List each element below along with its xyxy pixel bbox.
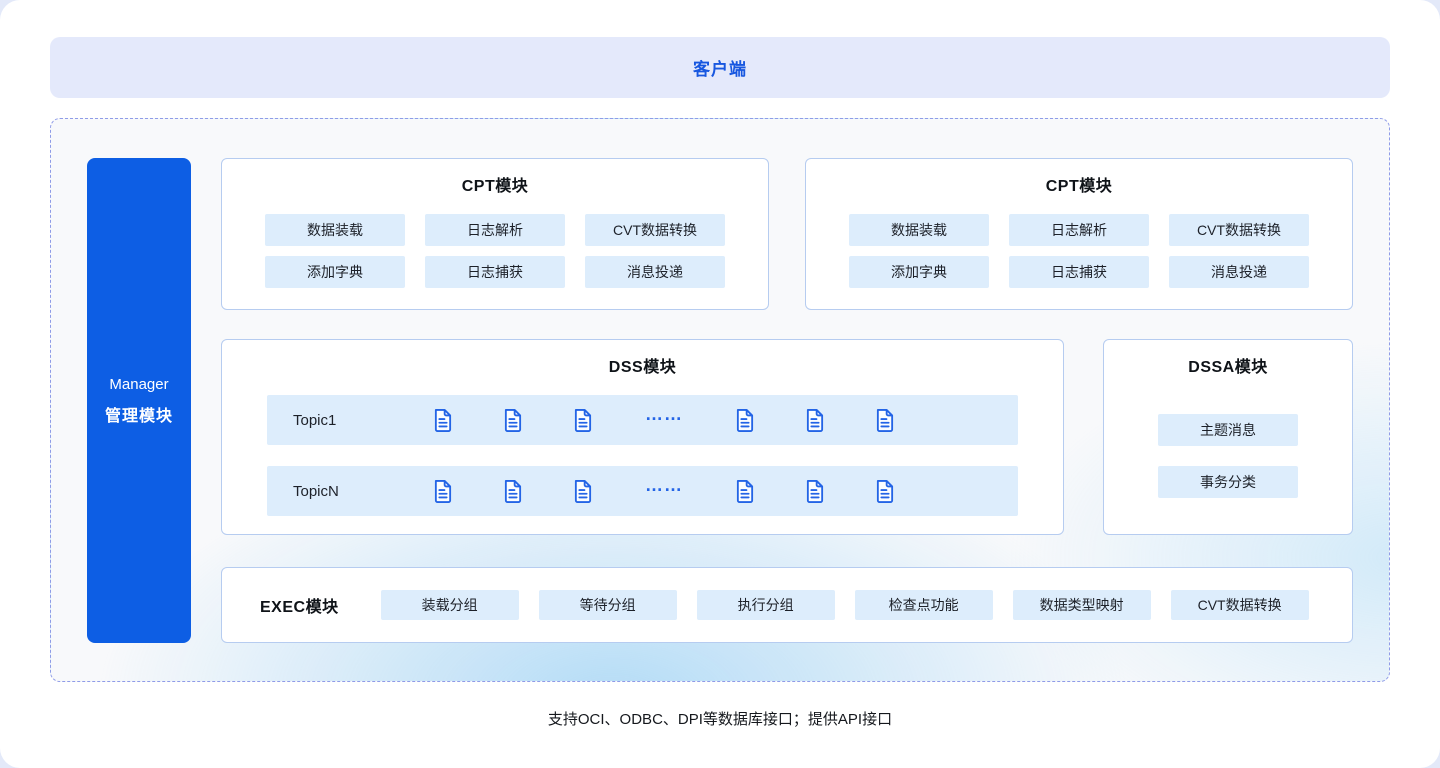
document-icon xyxy=(804,478,826,504)
chip-topic-message: 主题消息 xyxy=(1158,414,1298,446)
chip-row: 数据装载 日志解析 CVT数据转换 xyxy=(849,214,1309,246)
chip-add-dict: 添加字典 xyxy=(265,256,405,288)
client-banner: 客户端 xyxy=(50,37,1390,98)
topic-row-n: TopicN …… xyxy=(267,466,1018,516)
chip-cvt-convert: CVT数据转换 xyxy=(1170,590,1309,620)
chip-row: 添加字典 日志捕获 消息投递 xyxy=(849,256,1309,288)
topic-documents: …… xyxy=(432,474,896,504)
document-icon xyxy=(572,478,594,504)
document-icon xyxy=(804,407,826,433)
document-icon xyxy=(734,478,756,504)
cpt-module-2: CPT模块 数据装载 日志解析 CVT数据转换 添加字典 日志捕获 消息投递 xyxy=(805,158,1353,310)
topic-row-1: Topic1 …… xyxy=(267,395,1018,445)
ellipsis-text: …… xyxy=(645,403,683,424)
chip-msg-deliver: 消息投递 xyxy=(1169,256,1309,288)
document-icon xyxy=(502,407,524,433)
document-icon xyxy=(734,407,756,433)
chip-log-parse: 日志解析 xyxy=(1009,214,1149,246)
exec-module-title: EXEC模块 xyxy=(260,599,339,616)
cpt-module-1: CPT模块 数据装载 日志解析 CVT数据转换 添加字典 日志捕获 消息投递 xyxy=(221,158,769,310)
footer-note: 支持OCI、ODBC、DPI等数据库接口；提供API接口 xyxy=(547,711,893,728)
document-icon xyxy=(432,478,454,504)
document-icon xyxy=(572,407,594,433)
server-frame: Manager 管理模块 CPT模块 数据装载 日志解析 CVT数据转换 添加字… xyxy=(50,118,1390,682)
topic-documents: …… xyxy=(432,403,896,433)
document-icon xyxy=(502,478,524,504)
chip-checkpoint: 检查点功能 xyxy=(854,590,993,620)
chip-row: 添加字典 日志捕获 消息投递 xyxy=(265,256,725,288)
exec-module: EXEC模块 装载分组 等待分组 执行分组 检查点功能 数据类型映射 CVT数据… xyxy=(221,567,1353,643)
chip-exec-group: 执行分组 xyxy=(696,590,835,620)
cpt-module-2-chips: 数据装载 日志解析 CVT数据转换 添加字典 日志捕获 消息投递 xyxy=(806,214,1352,288)
topic-label: TopicN xyxy=(293,482,339,500)
manager-title: 管理模块 xyxy=(104,407,173,425)
client-banner-label: 客户端 xyxy=(693,60,747,79)
dss-topic-rows: Topic1 …… TopicN xyxy=(222,395,1063,516)
dssa-module: DSSA模块 主题消息 事务分类 xyxy=(1103,339,1353,535)
manager-module: Manager 管理模块 xyxy=(87,158,191,643)
dssa-chips: 主题消息 事务分类 xyxy=(1104,414,1352,498)
cpt-module-1-title: CPT模块 xyxy=(461,178,529,195)
chip-log-capture: 日志捕获 xyxy=(425,256,565,288)
chip-add-dict: 添加字典 xyxy=(849,256,989,288)
cpt-module-2-title: CPT模块 xyxy=(1045,178,1113,195)
chip-data-load: 数据装载 xyxy=(265,214,405,246)
topic-label: Topic1 xyxy=(293,411,337,429)
cpt-module-1-chips: 数据装载 日志解析 CVT数据转换 添加字典 日志捕获 消息投递 xyxy=(222,214,768,288)
chip-log-capture: 日志捕获 xyxy=(1009,256,1149,288)
chip-cvt-convert: CVT数据转换 xyxy=(1169,214,1309,246)
chip-wait-group: 等待分组 xyxy=(538,590,677,620)
document-icon xyxy=(432,407,454,433)
dssa-module-title: DSSA模块 xyxy=(1188,359,1268,376)
document-icon xyxy=(874,407,896,433)
chip-cvt-convert: CVT数据转换 xyxy=(585,214,725,246)
chip-type-mapping: 数据类型映射 xyxy=(1012,590,1151,620)
dss-module-title: DSS模块 xyxy=(608,359,677,376)
chip-load-group: 装载分组 xyxy=(380,590,519,620)
ellipsis-text: …… xyxy=(645,474,683,495)
manager-subtitle: Manager xyxy=(109,375,169,393)
chip-msg-deliver: 消息投递 xyxy=(585,256,725,288)
chip-row: 数据装载 日志解析 CVT数据转换 xyxy=(265,214,725,246)
chip-data-load: 数据装载 xyxy=(849,214,989,246)
dss-module: DSS模块 Topic1 …… xyxy=(221,339,1064,535)
chip-transaction-class: 事务分类 xyxy=(1158,466,1298,498)
document-icon xyxy=(874,478,896,504)
chip-log-parse: 日志解析 xyxy=(425,214,565,246)
